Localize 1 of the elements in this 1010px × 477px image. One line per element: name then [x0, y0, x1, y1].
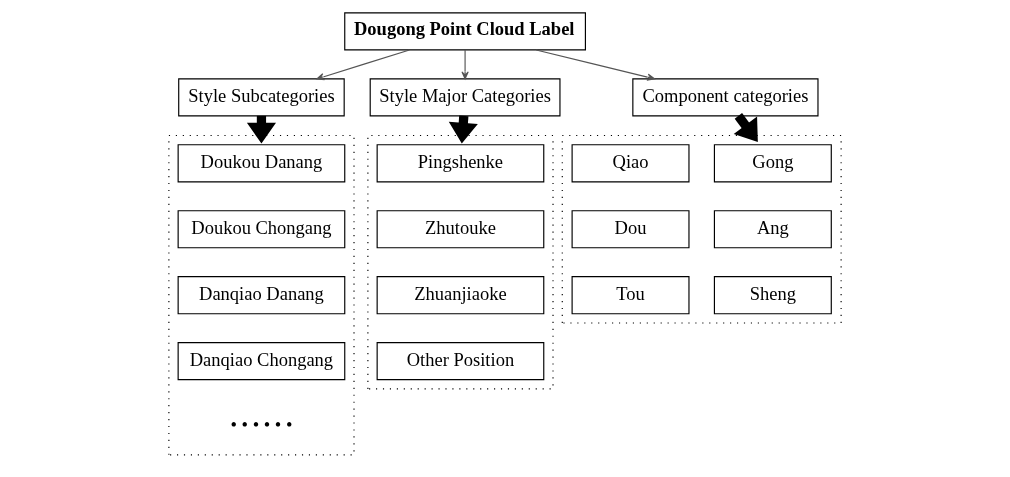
label: • • • • • • [230, 415, 293, 436]
